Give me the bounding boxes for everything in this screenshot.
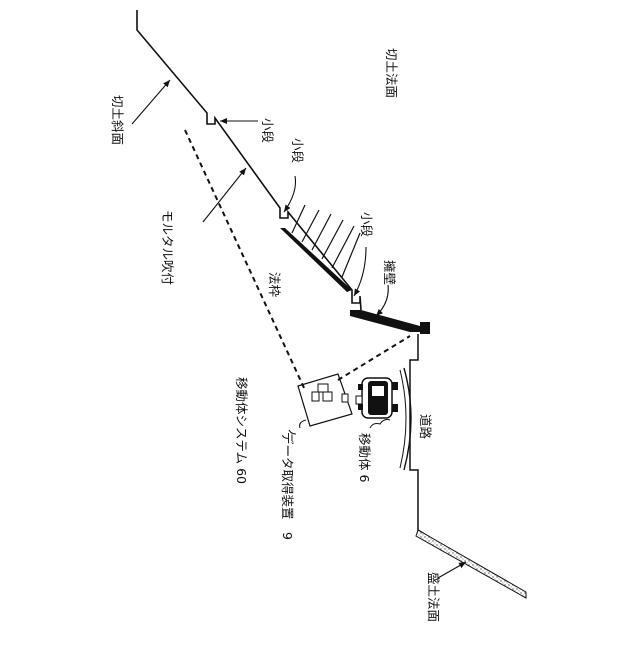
label-mobile-body: 移動体 6 — [357, 433, 372, 482]
retaining-wall-shape — [350, 310, 420, 332]
label-fill-face: 盛土法面 — [426, 572, 441, 622]
retaining-wall-cap — [420, 322, 430, 334]
sensor-lines — [185, 130, 410, 390]
label-small-step-2: 小段 — [290, 138, 305, 163]
label-road: 道路 — [418, 414, 433, 440]
label-cut-slope: 切土斜面 — [110, 95, 125, 145]
label-mobile-system: 移動体システム 60 — [234, 377, 249, 484]
data-acquisition-device — [298, 374, 362, 426]
label-mortar: モルタル吹付 — [160, 210, 175, 285]
label-frame: 法枠 — [267, 272, 282, 298]
label-retaining-wall: 擁壁 — [382, 260, 397, 285]
label-small-step-3: 小段 — [359, 212, 374, 237]
label-small-step-1: 小段 — [260, 118, 275, 143]
frame-band — [280, 228, 352, 292]
vehicle — [358, 378, 398, 418]
label-data-device: データ取得装置 9 — [280, 432, 295, 540]
label-cut-face: 切土法面 — [384, 48, 399, 98]
